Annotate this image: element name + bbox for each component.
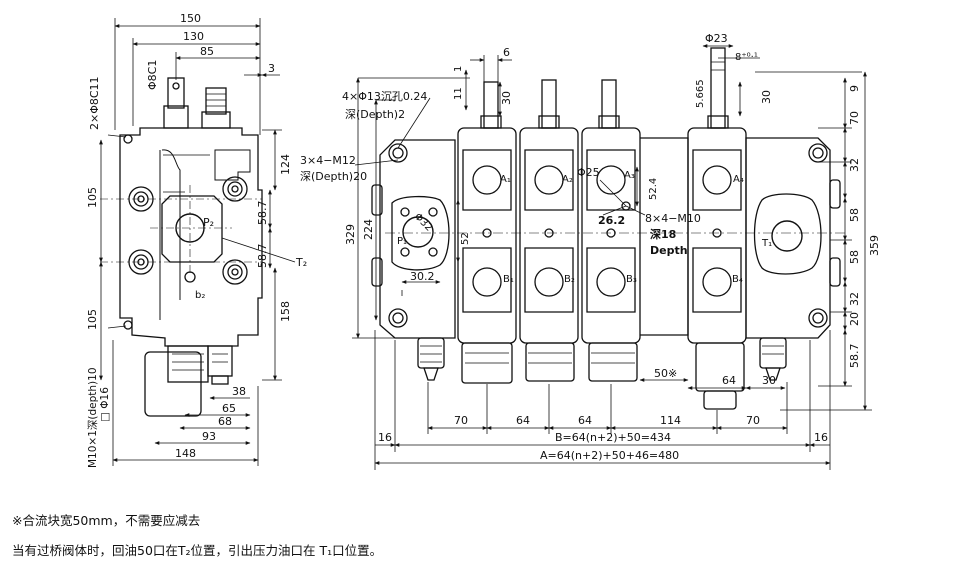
dim-30-top-right: 30 (760, 90, 773, 104)
dim-20-right: 20 (848, 312, 861, 326)
dim-329: 329 (344, 224, 357, 245)
dim-58-7-right: 58.7 (848, 344, 861, 369)
dim-114: 114 (660, 414, 681, 427)
formula-b: B=64(n+2)+50=434 (555, 431, 671, 444)
dim-359: 359 (868, 235, 881, 256)
inlet-end-block (379, 139, 456, 339)
side-view (100, 77, 263, 417)
callout-fit: 8⁺⁰·¹ (735, 52, 758, 63)
label-b2: b₂ (195, 290, 205, 301)
callout-52-4: 52.4 (648, 178, 659, 200)
callout-m10: 8×4−M10 (645, 212, 701, 225)
label-p2: P₂ (203, 216, 214, 229)
port-a2: A₂ (562, 174, 573, 185)
front-dimension-texts: 4×Φ13沉孔0.24 深(Depth)2 3×4−M12 深(Depth)20… (300, 32, 881, 462)
dim-105-lower: 105 (86, 309, 99, 330)
front-view (371, 47, 845, 410)
callout-phi23: Φ23 (705, 32, 728, 45)
dim-58-7-upper: 58.7 (256, 201, 269, 226)
dim-32-right-lower: 32 (848, 292, 861, 306)
dim-70-right-bottom: 70 (746, 414, 760, 427)
outlet-end-block (745, 137, 831, 339)
dim-124: 124 (279, 154, 292, 175)
dim-150: 150 (180, 12, 201, 25)
dim-16-right: 16 (814, 431, 828, 444)
port-b3: B₃ (626, 274, 637, 285)
port-p1: P₁ (397, 236, 407, 247)
dim-phi16: □ Φ16 (99, 387, 111, 422)
dim-64-bottom-2: 64 (578, 414, 592, 427)
side-top-fitting-right (205, 87, 227, 115)
dim-130: 130 (183, 30, 204, 43)
p1-port-flange (391, 195, 450, 271)
dim-16-left: 16 (378, 431, 392, 444)
note-merge-block: ※合流块宽50mm，不需要应减去 (12, 513, 201, 528)
callout-m10-depth: 深18 (650, 227, 676, 241)
dim-70-right: 70 (848, 111, 861, 125)
label-t2: T₂ (295, 256, 307, 269)
side-dimension-lines (99, 18, 296, 466)
valve-section-3 (581, 79, 641, 382)
dim-2xphi8c11: 2×Φ8C11 (88, 76, 101, 130)
port-a4: A₄ (733, 174, 744, 185)
callout-26-2: 26.2 (598, 214, 625, 227)
callout-m12: 3×4−M12 (300, 154, 356, 167)
dim-32-right-upper: 32 (848, 158, 861, 172)
dim-70-left-bottom: 70 (454, 414, 468, 427)
dim-5-665: 5.665 (695, 79, 706, 108)
callout-m10-depth-en: Depth (650, 244, 688, 257)
callout-holes: 4×Φ13沉孔0.24 (342, 90, 427, 103)
front-dimension-lines (352, 44, 872, 470)
note-bridge-valve: 当有过桥阀体时，回油50口在T₂位置，引出压力油口在 T₁口位置。 (12, 543, 383, 558)
dim-52: 52 (460, 232, 471, 245)
t1-port-flange (753, 193, 822, 275)
dim-58-right-lower: 58 (848, 250, 861, 264)
side-bolt-group (128, 176, 248, 285)
dim-64-section4: 64 (722, 374, 736, 387)
dim-85: 85 (200, 45, 214, 58)
dim-158: 158 (279, 301, 292, 322)
dim-105-upper: 105 (86, 187, 99, 208)
dim-64-bottom-1: 64 (516, 414, 530, 427)
dim-65: 65 (222, 402, 236, 415)
side-dimension-texts: 150 130 85 3 Φ8C1 2×Φ8C11 105 105 124 58… (86, 12, 307, 468)
port-b2: B₂ (564, 274, 575, 285)
callout-m12-depth: 深(Depth)20 (300, 170, 367, 183)
dim-93: 93 (202, 430, 216, 443)
dim-11: 11 (453, 87, 464, 100)
dim-3: 3 (268, 62, 275, 75)
dim-m10: M10×1深(depth)10 (87, 367, 99, 468)
callout-holes-depth: 深(Depth)2 (345, 108, 405, 121)
side-p2-flange (161, 195, 223, 263)
port-b4: B₄ (732, 274, 743, 285)
side-body-outline (119, 127, 263, 347)
dim-1: 1 (453, 66, 464, 72)
dim-30-2: 30.2 (410, 270, 435, 283)
dim-38: 38 (232, 385, 246, 398)
port-t1: T₁ (761, 238, 772, 249)
dim-58-right-upper: 58 (848, 208, 861, 222)
side-bottom-spool (144, 351, 202, 417)
dim-30-outlet: 30 (762, 374, 776, 387)
dim-50-merge: 50※ (654, 367, 677, 380)
dim-148: 148 (175, 447, 196, 460)
valve-section-2 (519, 79, 579, 382)
callout-phi25: Φ25 (577, 166, 600, 179)
dim-68: 68 (218, 415, 232, 428)
dim-phi8c1: Φ8C1 (146, 60, 159, 90)
dim-6: 6 (503, 46, 510, 59)
port-b1: B₁ (503, 274, 514, 285)
dim-58-7-lower: 58.7 (256, 244, 269, 269)
dim-224: 224 (362, 219, 375, 240)
formula-a: A=64(n+2)+50+46=480 (540, 449, 679, 462)
valve-section-4 (687, 47, 747, 410)
port-a1: A₁ (500, 174, 511, 185)
dim-30-top-left: 30 (500, 91, 513, 105)
dim-9: 9 (848, 85, 861, 92)
port-a3: A₃ (624, 170, 635, 181)
